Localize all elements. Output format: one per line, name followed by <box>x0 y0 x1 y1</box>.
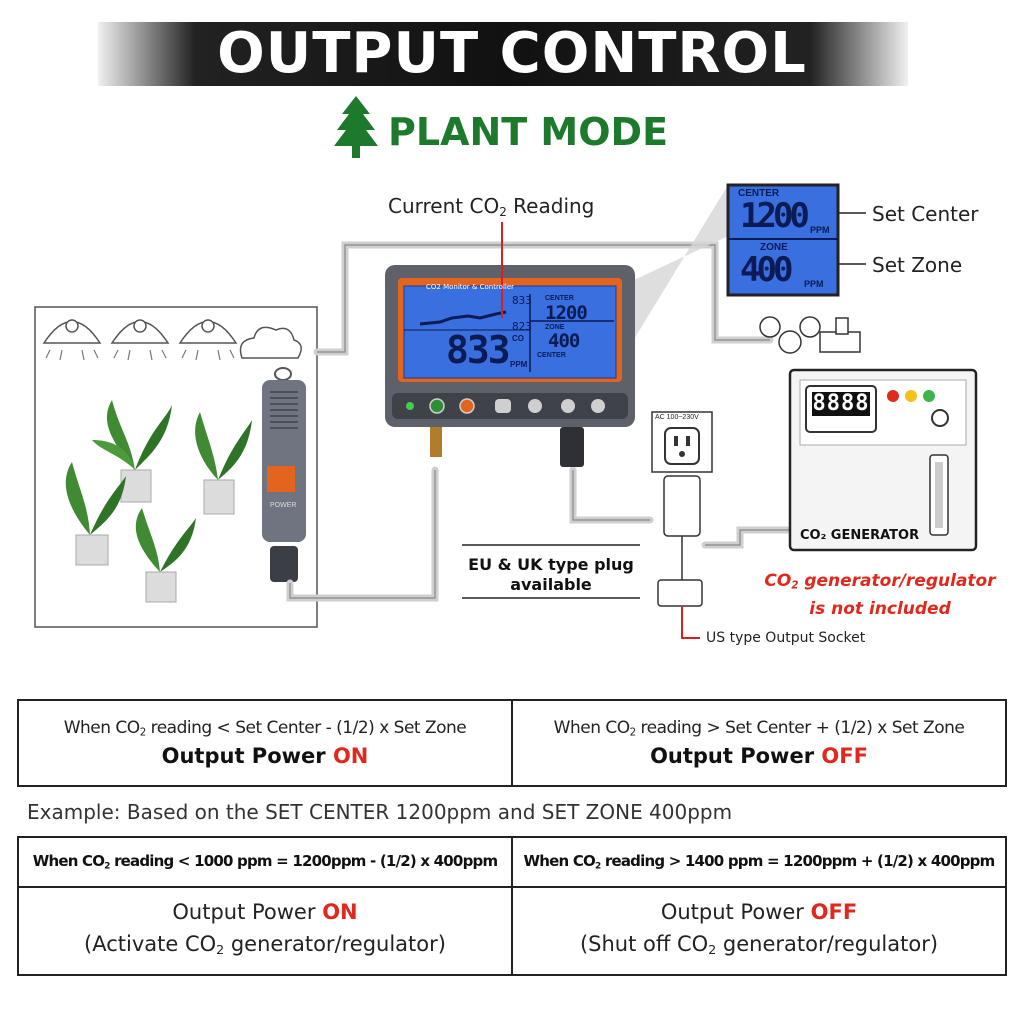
co2-cloud <box>239 326 302 359</box>
current-reading-label: Current CO2 Reading <box>388 194 595 219</box>
co2-sensor-probe <box>262 367 306 582</box>
co2-monitor <box>385 265 635 467</box>
co2-generator-unit <box>788 368 978 552</box>
monitor-zone-caption: ZONE <box>545 324 565 331</box>
set-center-label: Set Center <box>872 202 979 226</box>
regulator <box>759 316 861 354</box>
us-output-socket <box>651 411 713 607</box>
rule-high-cell: When CO2 reading > Set Center + (1/2) x … <box>511 699 1007 787</box>
rule-low-output: Output Power ON <box>161 744 369 769</box>
example-text: Example: Based on the SET CENTER 1200ppm… <box>27 800 733 824</box>
example-low-condition: When CO2 reading < 1000 ppm = 1200ppm - … <box>17 836 513 888</box>
monitor-title: CO2 Monitor & Controller <box>426 283 515 291</box>
not-included-note: CO2 generator/regulator is not included <box>764 571 996 619</box>
tree-icon <box>332 94 380 165</box>
sensor-power-label: POWER <box>270 502 297 509</box>
rule-low-condition: When CO2 reading < Set Center - (1/2) x … <box>63 717 467 739</box>
rule-high-condition: When CO2 reading > Set Center + (1/2) x … <box>553 717 965 739</box>
set-zone-label: Set Zone <box>872 253 963 277</box>
monitor-center-value: 1200 <box>545 302 588 324</box>
zoom-center-caption: CENTER <box>738 188 780 199</box>
monitor-co2: CO <box>512 334 524 343</box>
example-table: When CO2 reading < 1000 ppm = 1200ppm - … <box>17 836 1007 976</box>
monitor-ppm: PPM <box>510 360 528 369</box>
zoom-center-value: 1200 <box>740 196 810 236</box>
generator-label: CO₂ GENERATOR <box>800 528 920 543</box>
plants <box>65 400 252 603</box>
zoom-zone-unit: PPM <box>804 279 824 289</box>
monitor-zone-value: 400 <box>548 330 580 352</box>
page-title: OUTPUT CONTROL <box>217 21 807 86</box>
rule-high-output: Output Power OFF <box>650 744 868 769</box>
plug-note: EU & UK type plug available <box>468 555 634 594</box>
example-on-note: (Activate CO2 generator/regulator) <box>84 931 446 958</box>
example-high-condition: When CO2 reading > 1400 ppm = 1200ppm + … <box>511 836 1007 888</box>
zoom-zone-caption: ZONE <box>760 242 788 253</box>
title-banner <box>98 22 908 86</box>
zoom-center-unit: PPM <box>810 225 830 235</box>
monitor-reading: 833 <box>446 328 511 372</box>
example-off-note: (Shut off CO2 generator/regulator) <box>579 931 939 958</box>
socket-label: US type Output Socket <box>706 630 866 646</box>
plant-mode-label: PLANT MODE <box>388 110 669 154</box>
zoom-zone-value: 400 <box>740 250 793 290</box>
example-low-output: Output Power ON (Activate CO2 generator/… <box>17 886 513 976</box>
monitor-center-caption-2: CENTER <box>537 352 566 359</box>
monitor-min: 823 <box>512 320 532 333</box>
grow-lamps <box>42 319 238 361</box>
socket-voltage: AC 100~230V <box>655 414 699 421</box>
zoomed-lcd <box>726 183 840 297</box>
example-high-output: Output Power OFF (Shut off CO2 generator… <box>511 886 1007 976</box>
monitor-max: 833 <box>512 294 532 307</box>
rule-low-cell: When CO2 reading < Set Center - (1/2) x … <box>17 699 513 787</box>
generator-display: 8888 <box>812 391 870 416</box>
setup-diagram <box>34 183 978 639</box>
rules-table: When CO2 reading < Set Center - (1/2) x … <box>17 699 1007 787</box>
monitor-center-caption: CENTER <box>545 295 574 302</box>
